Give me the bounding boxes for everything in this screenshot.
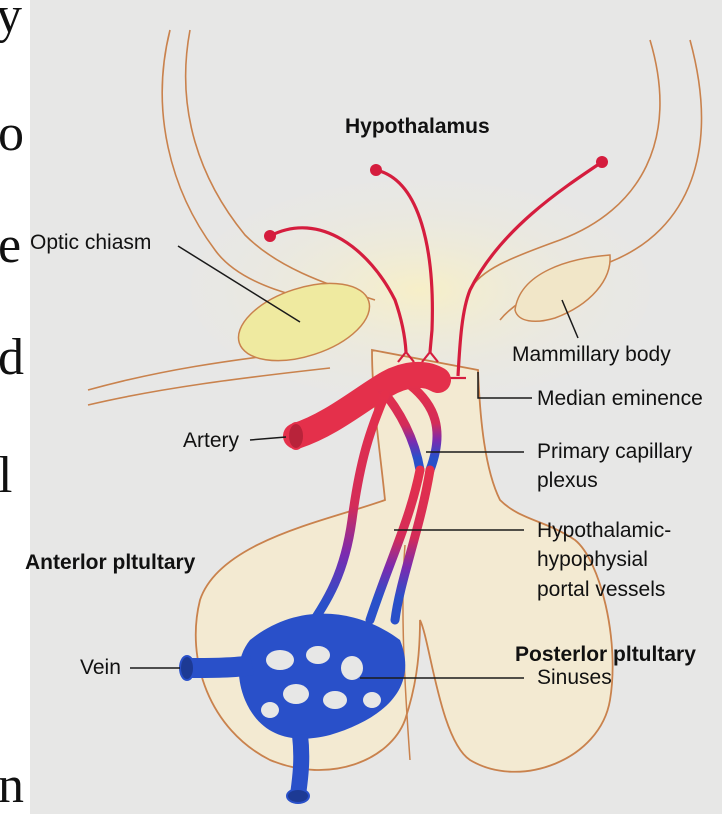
mammillary-body-label: Mammillary body [512, 342, 671, 368]
primary-capillary-label: Primary capillary [537, 439, 692, 465]
hypothalamus-label: Hypothalamus [345, 114, 490, 140]
neuron-body [596, 156, 608, 168]
sinuses-label: Sinuses [537, 665, 612, 691]
neuron-body [264, 230, 276, 242]
portal-vessels-label: Hypothalamic- [537, 518, 671, 544]
optic-chiasm-label: Optic chiasm [30, 230, 151, 256]
artery-label: Artery [183, 428, 239, 454]
portal-vessels-label-line2: hypophysial [537, 547, 648, 573]
primary-capillary-label-line2: plexus [537, 468, 598, 494]
anterior-pituitary-label: Anterlor pltultary [25, 550, 195, 576]
median-eminence-label: Median eminence [537, 386, 703, 412]
neuron-body [370, 164, 382, 176]
portal-vessels-label-line3: portal vessels [537, 577, 665, 603]
vein-label: Vein [80, 655, 121, 681]
